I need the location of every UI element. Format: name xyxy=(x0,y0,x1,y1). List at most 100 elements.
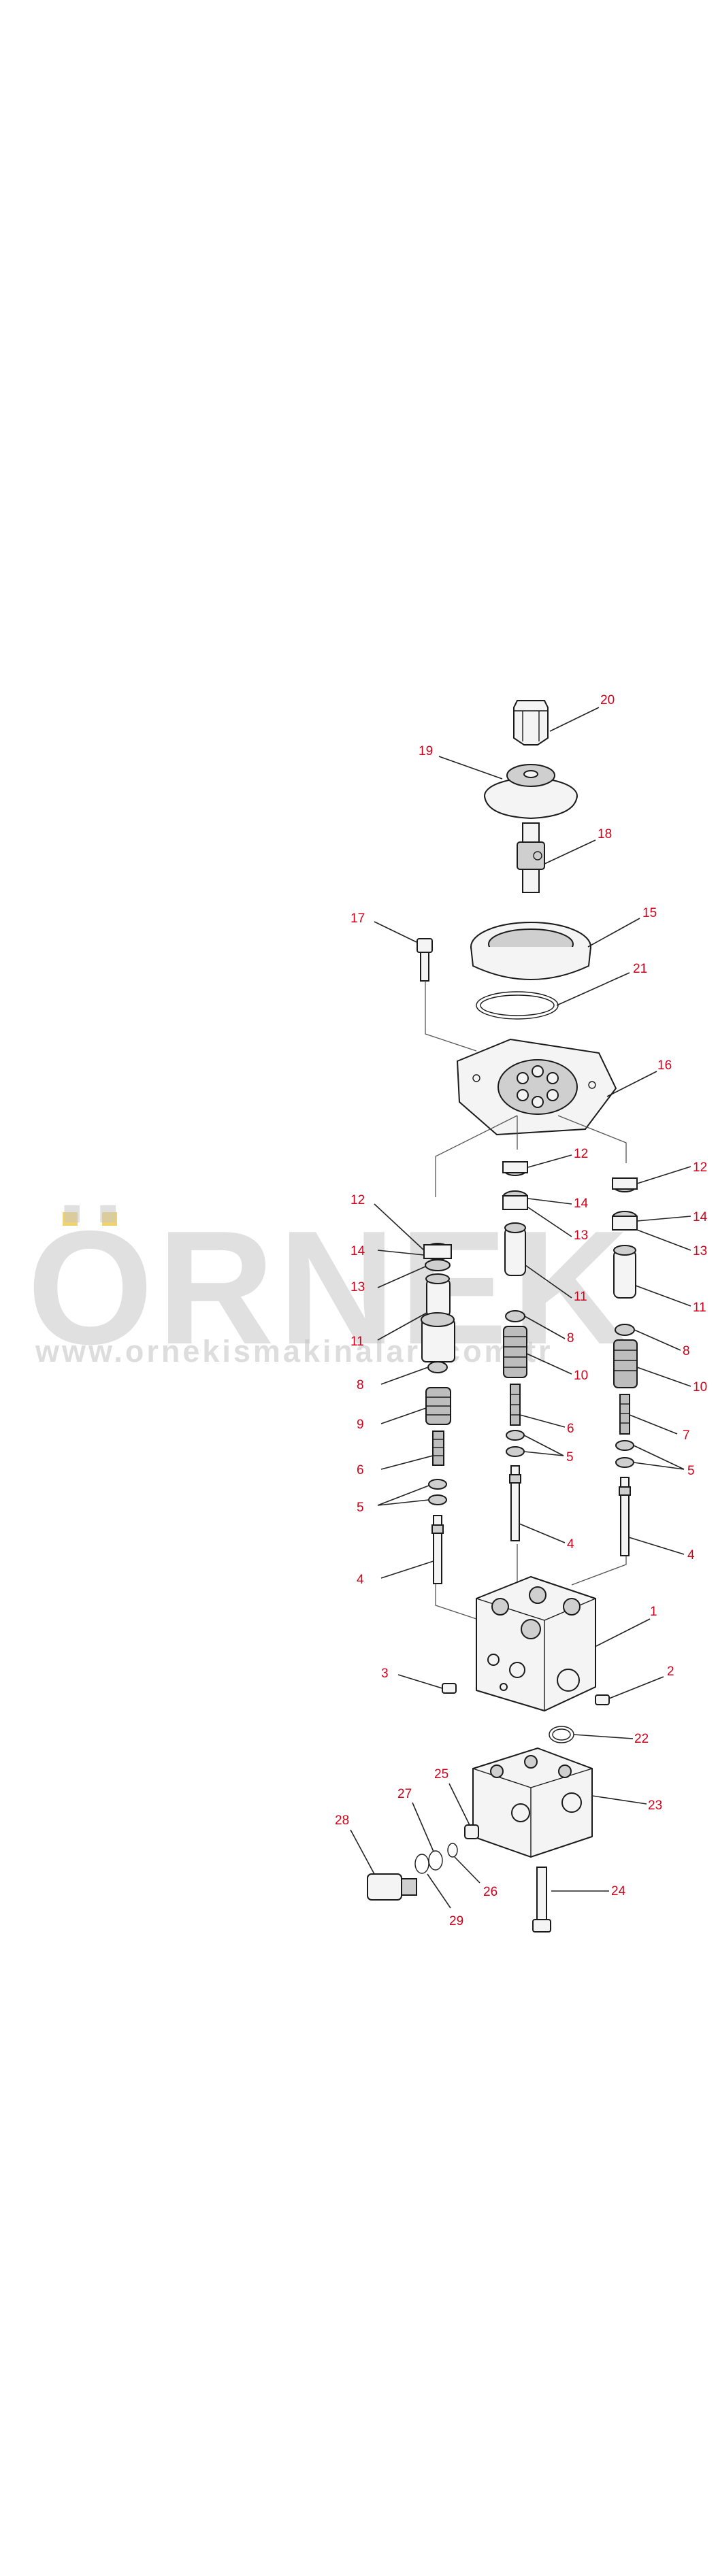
callout-9: 9 xyxy=(357,1407,427,1432)
callout-10-right: 10 xyxy=(636,1367,707,1394)
watermark-brand: ÖRNEK xyxy=(27,1198,633,1378)
svg-text:22: 22 xyxy=(634,1732,649,1746)
svg-text:6: 6 xyxy=(357,1463,364,1477)
left-spring-6 xyxy=(432,1431,444,1466)
part-3-plug xyxy=(442,1683,457,1694)
callout-11-right: 11 xyxy=(635,1285,706,1315)
callout-22: 22 xyxy=(573,1732,649,1746)
svg-text:3: 3 xyxy=(381,1667,389,1681)
svg-text:29: 29 xyxy=(449,1914,463,1928)
part-1-valve-body xyxy=(476,1575,596,1712)
callout-26: 26 xyxy=(454,1856,497,1899)
part-25-fitting xyxy=(464,1824,479,1839)
middle-valve-stack xyxy=(502,1161,528,1541)
callout-28: 28 xyxy=(335,1813,375,1875)
callouts: 20 19 18 17 15 21 16 12 xyxy=(335,693,708,1928)
callout-12-left: 12 xyxy=(350,1193,425,1251)
callout-19: 19 xyxy=(419,744,503,780)
svg-text:26: 26 xyxy=(483,1885,497,1899)
part-26-oring xyxy=(447,1843,458,1858)
svg-text:14: 14 xyxy=(350,1244,365,1258)
svg-text:16: 16 xyxy=(657,1058,672,1073)
part-21-oring xyxy=(476,991,559,1020)
svg-text:15: 15 xyxy=(642,906,657,920)
callout-29: 29 xyxy=(427,1873,463,1928)
svg-text:5: 5 xyxy=(687,1464,695,1478)
callout-3: 3 xyxy=(381,1667,443,1689)
svg-text:28: 28 xyxy=(335,1813,349,1828)
svg-text:20: 20 xyxy=(600,693,615,707)
callout-13-right: 13 xyxy=(636,1229,707,1258)
svg-text:1: 1 xyxy=(650,1605,657,1619)
svg-text:4: 4 xyxy=(567,1537,574,1552)
left-valve-stack xyxy=(421,1243,455,1584)
callout-6-middle: 6 xyxy=(519,1414,574,1436)
right-spring-10 xyxy=(613,1339,638,1388)
part-18-joint xyxy=(517,822,545,893)
callout-14-right: 14 xyxy=(636,1210,708,1224)
callout-13-left: 13 xyxy=(350,1266,426,1294)
svg-text:23: 23 xyxy=(648,1799,662,1813)
callout-8-right: 8 xyxy=(634,1329,690,1358)
svg-text:12: 12 xyxy=(350,1193,365,1207)
callout-2: 2 xyxy=(608,1665,674,1699)
watermark: ÖRNEK www.ornekismakinalari.com.tr xyxy=(27,1198,633,1378)
svg-text:14: 14 xyxy=(574,1197,589,1211)
right-spring-7 xyxy=(619,1394,630,1435)
watermark-accent-right xyxy=(102,1212,117,1226)
svg-text:11: 11 xyxy=(693,1301,706,1315)
callout-4-middle: 4 xyxy=(519,1523,574,1552)
svg-text:9: 9 xyxy=(357,1418,364,1432)
callout-12-right: 12 xyxy=(636,1160,707,1184)
svg-text:13: 13 xyxy=(693,1244,707,1258)
callout-4-right: 4 xyxy=(628,1537,695,1562)
part-16-plate xyxy=(456,1038,617,1136)
part-24-bolt xyxy=(532,1867,551,1933)
callout-8-middle: 8 xyxy=(524,1316,574,1345)
callout-14-left: 14 xyxy=(350,1244,425,1258)
svg-text:5: 5 xyxy=(357,1501,364,1515)
alignment-lines xyxy=(425,981,627,1620)
svg-text:5: 5 xyxy=(566,1450,574,1465)
callout-13-middle: 13 xyxy=(527,1207,588,1243)
svg-text:27: 27 xyxy=(397,1787,412,1801)
middle-spring-10 xyxy=(503,1326,527,1378)
middle-spring-6 xyxy=(510,1384,521,1426)
callout-20: 20 xyxy=(549,693,615,732)
callout-4-left: 4 xyxy=(357,1560,434,1587)
callout-23: 23 xyxy=(591,1795,662,1813)
svg-text:13: 13 xyxy=(350,1280,365,1294)
svg-text:4: 4 xyxy=(357,1573,364,1587)
watermark-accent-left xyxy=(63,1212,78,1226)
part-2-plug xyxy=(595,1694,610,1705)
callout-8-left: 8 xyxy=(357,1367,429,1392)
svg-text:18: 18 xyxy=(598,827,612,841)
svg-text:11: 11 xyxy=(350,1335,364,1349)
callout-11-left: 11 xyxy=(350,1312,427,1349)
callout-5-left: 5 xyxy=(357,1485,429,1515)
svg-text:8: 8 xyxy=(683,1344,690,1358)
callout-27: 27 xyxy=(397,1787,434,1852)
callout-17: 17 xyxy=(350,911,417,943)
part-27-oring xyxy=(414,1850,443,1874)
svg-text:10: 10 xyxy=(693,1380,707,1394)
svg-text:14: 14 xyxy=(693,1210,708,1224)
svg-text:2: 2 xyxy=(667,1665,674,1679)
callout-1: 1 xyxy=(595,1605,657,1647)
svg-text:17: 17 xyxy=(350,911,365,926)
svg-text:21: 21 xyxy=(633,962,647,976)
svg-text:12: 12 xyxy=(574,1147,588,1161)
part-28-plug xyxy=(367,1873,417,1901)
part-23-lower-block xyxy=(472,1747,593,1858)
callout-15: 15 xyxy=(587,906,657,948)
callout-6-left: 6 xyxy=(357,1455,434,1477)
svg-text:4: 4 xyxy=(687,1548,695,1562)
svg-text:7: 7 xyxy=(683,1428,690,1443)
svg-text:24: 24 xyxy=(611,1884,626,1898)
callout-24: 24 xyxy=(551,1884,626,1898)
callout-21: 21 xyxy=(556,962,647,1006)
svg-text:8: 8 xyxy=(357,1378,364,1392)
callout-11-middle: 11 xyxy=(525,1265,587,1304)
watermark-url: www.ornekismakinalari.com.tr xyxy=(35,1334,553,1369)
